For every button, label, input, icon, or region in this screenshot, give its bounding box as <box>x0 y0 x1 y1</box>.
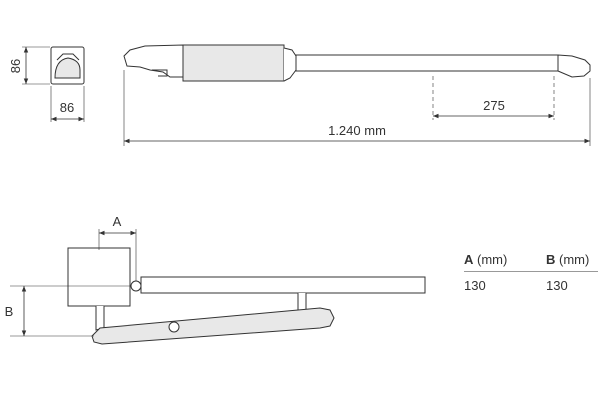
overall-length-label: 1.240 mm <box>328 123 386 138</box>
header-a-letter: A <box>464 252 474 267</box>
operator-release <box>168 321 180 333</box>
stroke-length-label: 275 <box>483 98 505 113</box>
header-b-unit: (mm) <box>555 252 590 267</box>
end-view <box>22 46 85 122</box>
header-a: A (mm) <box>464 252 546 267</box>
dim-b-label: B <box>5 304 14 319</box>
hinge <box>130 280 142 292</box>
spec-table-row: 130 130 <box>464 272 598 293</box>
operator-tube <box>295 54 559 72</box>
header-b: B (mm) <box>546 252 598 267</box>
dim-a-label: A <box>113 214 122 229</box>
operator-side-view <box>123 44 591 146</box>
value-b: 130 <box>546 278 568 293</box>
operator-installed <box>91 307 335 345</box>
end-view-cap <box>56 53 80 61</box>
pillar <box>67 247 131 307</box>
spec-table-header: A (mm) B (mm) <box>464 252 598 272</box>
gate-leaf <box>140 276 426 294</box>
value-a: 130 <box>464 278 486 293</box>
operator-motor-body <box>182 44 285 82</box>
spec-table: A (mm) B (mm) 130 130 <box>464 252 598 293</box>
front-bracket <box>297 293 307 311</box>
header-b-letter: B <box>546 252 556 267</box>
end-width-label: 86 <box>60 100 74 115</box>
operator-rear-cap <box>557 54 591 78</box>
rear-bracket <box>95 306 105 331</box>
installation-view <box>10 229 426 345</box>
operator-nose <box>123 44 184 78</box>
end-view-profile <box>54 57 81 79</box>
operator-bracket <box>152 69 168 77</box>
end-height-label: 86 <box>8 59 23 73</box>
operator-motor-rear <box>283 47 297 82</box>
header-a-unit: (mm) <box>473 252 508 267</box>
